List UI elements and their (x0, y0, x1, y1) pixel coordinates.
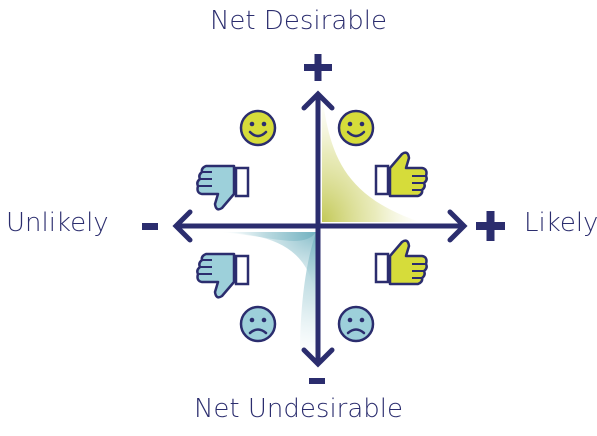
axis-label-left: Unlikely (6, 208, 109, 238)
plus-sign-top (304, 54, 332, 81)
axis-label-bottom: Net Undesirable (193, 394, 404, 424)
minus-sign-left (142, 223, 158, 230)
negative-glow (220, 232, 316, 360)
smiley-face-icon (337, 109, 375, 147)
smiley-face-icon (239, 109, 277, 147)
sad-face-icon (337, 305, 375, 343)
positive-glow (322, 96, 420, 222)
minus-sign-bottom (309, 378, 325, 384)
vertical-axis (301, 90, 335, 368)
sad-face-icon (239, 305, 277, 343)
thumbs-down-icon (196, 252, 250, 299)
thumbs-up-icon (374, 151, 428, 198)
thumbs-up-icon (374, 239, 428, 286)
axis-label-top: Net Desirable (209, 6, 388, 36)
plus-sign-right (476, 211, 505, 241)
axis-label-right: Likely (524, 208, 597, 238)
thumbs-down-icon (196, 164, 250, 211)
horizontal-axis (172, 209, 468, 243)
